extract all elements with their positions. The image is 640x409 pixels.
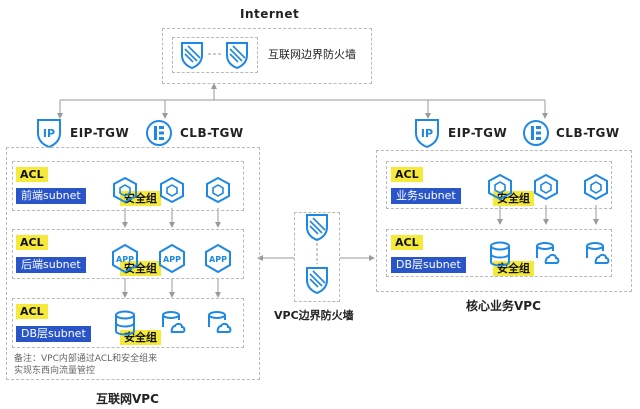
internet-firewall-box	[162, 28, 372, 84]
shield-firewall-icon	[181, 42, 203, 69]
cloud-database-icon	[536, 242, 560, 264]
subnet-label: 后端subnet	[16, 257, 86, 273]
load-balancer-icon	[146, 120, 172, 146]
vpc-firewall-label: VPC边界防火墙	[274, 309, 354, 322]
ip-shield-icon: IP	[415, 119, 439, 148]
right-row-business	[386, 161, 612, 209]
svg-text:APP: APP	[116, 255, 134, 264]
shield-firewall-icon	[306, 267, 328, 294]
internet-title: Internet	[240, 7, 300, 21]
right-eip-label: EIP-TGW	[448, 126, 508, 140]
cloud-database-icon	[586, 242, 610, 264]
svg-text:APP: APP	[163, 255, 181, 264]
subnet-label: 业务subnet	[391, 188, 461, 204]
cube-icon	[534, 173, 558, 201]
shield-firewall-icon	[306, 214, 328, 241]
security-group-badge: 安全组	[120, 261, 161, 276]
cube-icon	[584, 173, 608, 201]
cloud-database-icon	[162, 311, 186, 333]
left-row-backend	[12, 229, 244, 279]
vpc-note-line1: 备注：VPC内部通过ACL和安全组来	[14, 354, 158, 364]
vpc-note-line2: 实现东西向流量管控	[14, 366, 96, 376]
right-row-db	[386, 229, 612, 277]
subnet-label: 前端subnet	[16, 188, 86, 204]
left-clb-label: CLB-TGW	[180, 126, 244, 140]
subnet-label: DB层subnet	[391, 257, 466, 273]
cube-icon	[488, 173, 512, 201]
cube-icon	[113, 176, 137, 204]
app-hexagon-icon: APP	[205, 243, 231, 273]
internet-firewall-label: 互联网边界防火墙	[268, 48, 356, 61]
app-hexagon-icon: APP	[112, 243, 138, 273]
database-icon	[115, 310, 135, 336]
cube-icon	[160, 176, 184, 204]
acl-badge: ACL	[391, 235, 423, 250]
svg-text:APP: APP	[209, 255, 227, 264]
left-row-frontend	[12, 161, 244, 211]
acl-badge: ACL	[16, 235, 48, 250]
subnet-label: DB层subnet	[16, 326, 91, 342]
acl-badge: ACL	[16, 167, 48, 182]
ip-shield-icon: IP	[37, 119, 61, 148]
database-icon	[490, 241, 510, 267]
left-vpc-title: 互联网VPC	[96, 392, 159, 406]
cloud-database-icon	[208, 311, 232, 333]
acl-badge: ACL	[391, 167, 423, 182]
right-vpc-box	[376, 150, 632, 292]
svg-text:IP: IP	[43, 127, 55, 140]
load-balancer-icon	[523, 120, 549, 146]
left-eip-label: EIP-TGW	[70, 126, 130, 140]
right-vpc-title: 核心业务VPC	[466, 299, 541, 313]
security-group-badge: 安全组	[120, 191, 161, 206]
cube-icon	[206, 176, 230, 204]
acl-badge: ACL	[16, 304, 48, 319]
left-row-db	[12, 298, 244, 348]
shield-firewall-icon	[226, 42, 248, 69]
vpc-firewall-box	[294, 212, 340, 302]
left-vpc-box	[6, 147, 260, 380]
svg-text:IP: IP	[421, 127, 433, 140]
right-clb-label: CLB-TGW	[556, 126, 620, 140]
internet-firewall-inner	[172, 37, 258, 73]
app-hexagon-icon: APP	[159, 243, 185, 273]
